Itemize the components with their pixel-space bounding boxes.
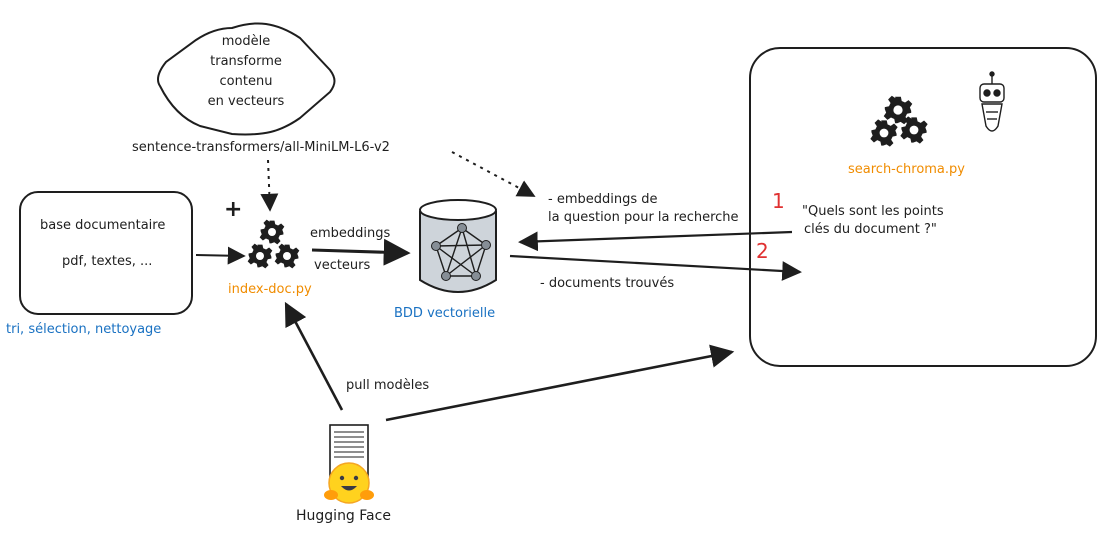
arrow-model-to-index bbox=[260, 159, 279, 212]
arrow-docs-to-index bbox=[195, 246, 246, 265]
arrow-model-to-question bbox=[451, 151, 536, 197]
found-docs-label: - documents trouvés bbox=[540, 276, 675, 291]
arrow-hf-to-search bbox=[385, 344, 735, 422]
index-script-label: index-doc.py bbox=[228, 282, 312, 297]
step-number-2: 2 bbox=[756, 239, 769, 263]
plus-sign: + bbox=[224, 197, 243, 222]
model-name: sentence-transformers/all-MiniLM-L6-v2 bbox=[132, 140, 390, 155]
docs-box bbox=[19, 191, 193, 315]
search-gears-icon bbox=[870, 95, 928, 147]
docs-box-title: base documentaire bbox=[40, 218, 166, 233]
arrow-hf-to-index bbox=[284, 301, 344, 411]
model-diamond bbox=[157, 22, 336, 136]
arrow-question-to-db bbox=[518, 230, 793, 252]
diamond-line-3: contenu bbox=[219, 74, 273, 89]
huggingface-label: Hugging Face bbox=[296, 508, 391, 524]
question-embed-line-2: la question pour la recherche bbox=[548, 210, 739, 225]
search-script-label: search-chroma.py bbox=[848, 162, 965, 177]
diamond-line-4: en vecteurs bbox=[207, 94, 285, 109]
index-gears-icon bbox=[247, 219, 300, 269]
diamond-line-2: transforme bbox=[210, 54, 282, 69]
docs-caption: tri, sélection, nettoyage bbox=[6, 322, 162, 337]
vecteurs-label: vecteurs bbox=[314, 258, 371, 273]
search-box bbox=[749, 47, 1097, 367]
pull-models-label: pull modèles bbox=[346, 378, 430, 393]
vector-db-icon bbox=[419, 199, 497, 293]
huggingface-icon bbox=[324, 424, 374, 504]
step-number-1: 1 bbox=[772, 189, 785, 213]
arrow-index-to-db bbox=[311, 238, 411, 266]
arrow-db-to-search bbox=[509, 254, 802, 281]
vector-db-label: BDD vectorielle bbox=[394, 306, 496, 321]
docs-box-subtitle: pdf, textes, ... bbox=[62, 254, 153, 269]
robot-icon bbox=[979, 71, 1005, 132]
diamond-line-1: modèle bbox=[221, 34, 271, 49]
question-embed-line-1: - embeddings de bbox=[548, 192, 658, 207]
question-line-2: clés du document ?" bbox=[804, 222, 937, 237]
question-line-1: "Quels sont les points bbox=[802, 204, 944, 219]
embeddings-label: embeddings bbox=[310, 226, 391, 241]
